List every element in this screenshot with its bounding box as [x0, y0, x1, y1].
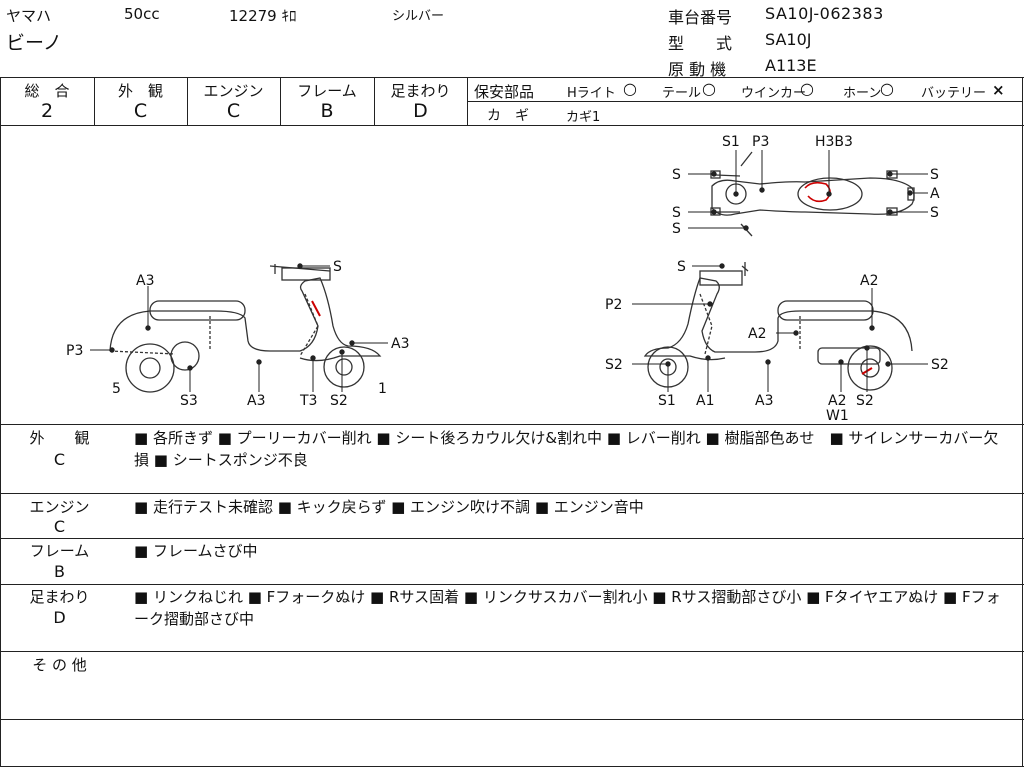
maker-name: ヤマハ: [6, 7, 52, 25]
grade-header-overall: 総 合: [24, 82, 70, 100]
note-grade-exterior: C: [53, 450, 66, 469]
diagram-label: S3: [180, 393, 198, 409]
note-category-exterior: 外 観: [29, 429, 90, 447]
divider: [0, 719, 1024, 720]
grade-header-frame: フレーム: [297, 82, 357, 100]
mileage: 12279 ｷﾛ: [229, 7, 297, 25]
grade-value-overall: 2: [40, 100, 54, 122]
divider: [0, 493, 1024, 494]
note-text-engine: ■ 走行テスト未確認 ■ キック戻らず ■ エンジン吹け不調 ■ エンジン音中: [134, 498, 644, 516]
diagram-label: T3: [299, 393, 317, 409]
diagram-label: S: [672, 221, 681, 237]
damage-mark: [311, 300, 321, 317]
diagram-label: P2: [605, 297, 622, 313]
diagram-label: A2: [860, 273, 878, 289]
right-view-outline: [643, 262, 913, 391]
divider: [374, 77, 375, 125]
note-text-exterior: ■ 各所きず ■ プーリーカバー削れ ■ シート後ろカウル欠け&割れ中 ■ レバ…: [134, 429, 999, 469]
key-value: カギ1: [566, 110, 601, 125]
key-label: カ ギ: [487, 108, 529, 124]
divider: [0, 77, 1, 767]
safety-mark-horn: ○: [880, 79, 894, 98]
diagram-label: S: [930, 167, 939, 183]
divider: [0, 584, 1024, 585]
diagram-label: S: [677, 259, 686, 275]
diagram-label: W1: [826, 408, 849, 424]
safety-mark-tail: ○: [702, 79, 716, 98]
diagram-label: 1: [378, 381, 387, 397]
diagram-label: P3: [752, 134, 769, 150]
safety-mark-winker: ○: [800, 79, 814, 98]
diagram-label: A: [930, 186, 940, 202]
diagram-label: S2: [605, 357, 623, 373]
note-category-frame: フレーム: [29, 542, 90, 560]
divider: [467, 101, 1023, 102]
grade-value-exterior: C: [133, 100, 148, 122]
frame-no-label: 車台番号: [668, 8, 733, 27]
diagram-label: S2: [931, 357, 949, 373]
divider: [0, 651, 1024, 652]
diagram-label: A2: [748, 326, 766, 342]
diagram-label: S1: [722, 134, 740, 150]
note-text-suspension: ■ リンクねじれ ■ Fフォークぬけ ■ Rサス固着 ■ リンクサスカバー割れ小…: [134, 588, 1001, 628]
diagram-label: A3: [391, 336, 409, 352]
divider: [0, 77, 1024, 78]
diagram-label: A3: [755, 393, 773, 409]
top-view-outline: [710, 151, 915, 237]
scooter-damage-diagram: S1 P3 H3B3 S S A S S S A3 S P3 A3 5 S3 A…: [66, 134, 949, 424]
grade-header-exterior: 外 観: [117, 82, 163, 100]
divider: [0, 766, 1024, 767]
engine-label: 原 動 機: [668, 60, 727, 79]
grade-value-frame: B: [320, 100, 334, 122]
diagram-label: S: [672, 167, 681, 183]
safety-item-tail: テール: [662, 86, 702, 101]
diagram-label: S: [333, 259, 342, 275]
safety-item-battery: バッテリー: [921, 86, 987, 101]
type-label: 型 式: [668, 34, 733, 53]
diagram-label: 5: [112, 381, 121, 397]
body-color: シルバー: [392, 9, 445, 24]
safety-item-winker: ウインカー: [741, 86, 807, 101]
diagram-label: A3: [247, 393, 265, 409]
safety-mark-battery: ×: [992, 81, 1005, 99]
diagram-label: H3B3: [815, 134, 853, 150]
grade-value-suspension: D: [413, 100, 428, 122]
divider: [0, 424, 1024, 425]
diagram-label: A1: [696, 393, 714, 409]
safety-mark-headlight: ○: [623, 79, 637, 98]
note-grade-frame: B: [54, 562, 65, 581]
note-category-engine: エンジン: [29, 498, 90, 516]
grade-value-engine: C: [226, 100, 241, 122]
note-category-other: そ の 他: [32, 656, 87, 674]
note-grade-suspension: D: [53, 608, 66, 627]
diagram-label: S2: [856, 393, 874, 409]
model-name: ビーノ: [6, 32, 62, 54]
diagram-label: A2: [828, 393, 846, 409]
safety-item-horn: ホーン: [843, 86, 882, 101]
displacement: 50cc: [124, 5, 160, 23]
divider: [187, 77, 188, 125]
note-text-frame: ■ フレームさび中: [134, 542, 258, 560]
divider: [1022, 77, 1023, 767]
diagram-label: S: [930, 205, 939, 221]
divider: [0, 125, 1024, 126]
damage-mark: [804, 181, 831, 203]
note-category-suspension: 足まわり: [29, 588, 90, 606]
type-value: SA10J: [765, 30, 812, 49]
diagram-label: S1: [658, 393, 676, 409]
safety-item-headlight: Hライト: [567, 86, 616, 101]
engine-value: A113E: [765, 56, 817, 75]
divider: [94, 77, 95, 125]
safety-label: 保安部品: [474, 83, 535, 101]
diagram-label: S: [672, 205, 681, 221]
diagram-label: A3: [136, 273, 154, 289]
divider: [0, 538, 1024, 539]
frame-no: SA10J-062383: [765, 4, 884, 23]
divider: [280, 77, 281, 125]
diagram-label: P3: [66, 343, 83, 359]
grade-header-engine: エンジン: [203, 82, 264, 100]
grade-header-suspension: 足まわり: [390, 82, 451, 100]
note-grade-engine: C: [53, 517, 66, 536]
diagram-label: S2: [330, 393, 348, 409]
